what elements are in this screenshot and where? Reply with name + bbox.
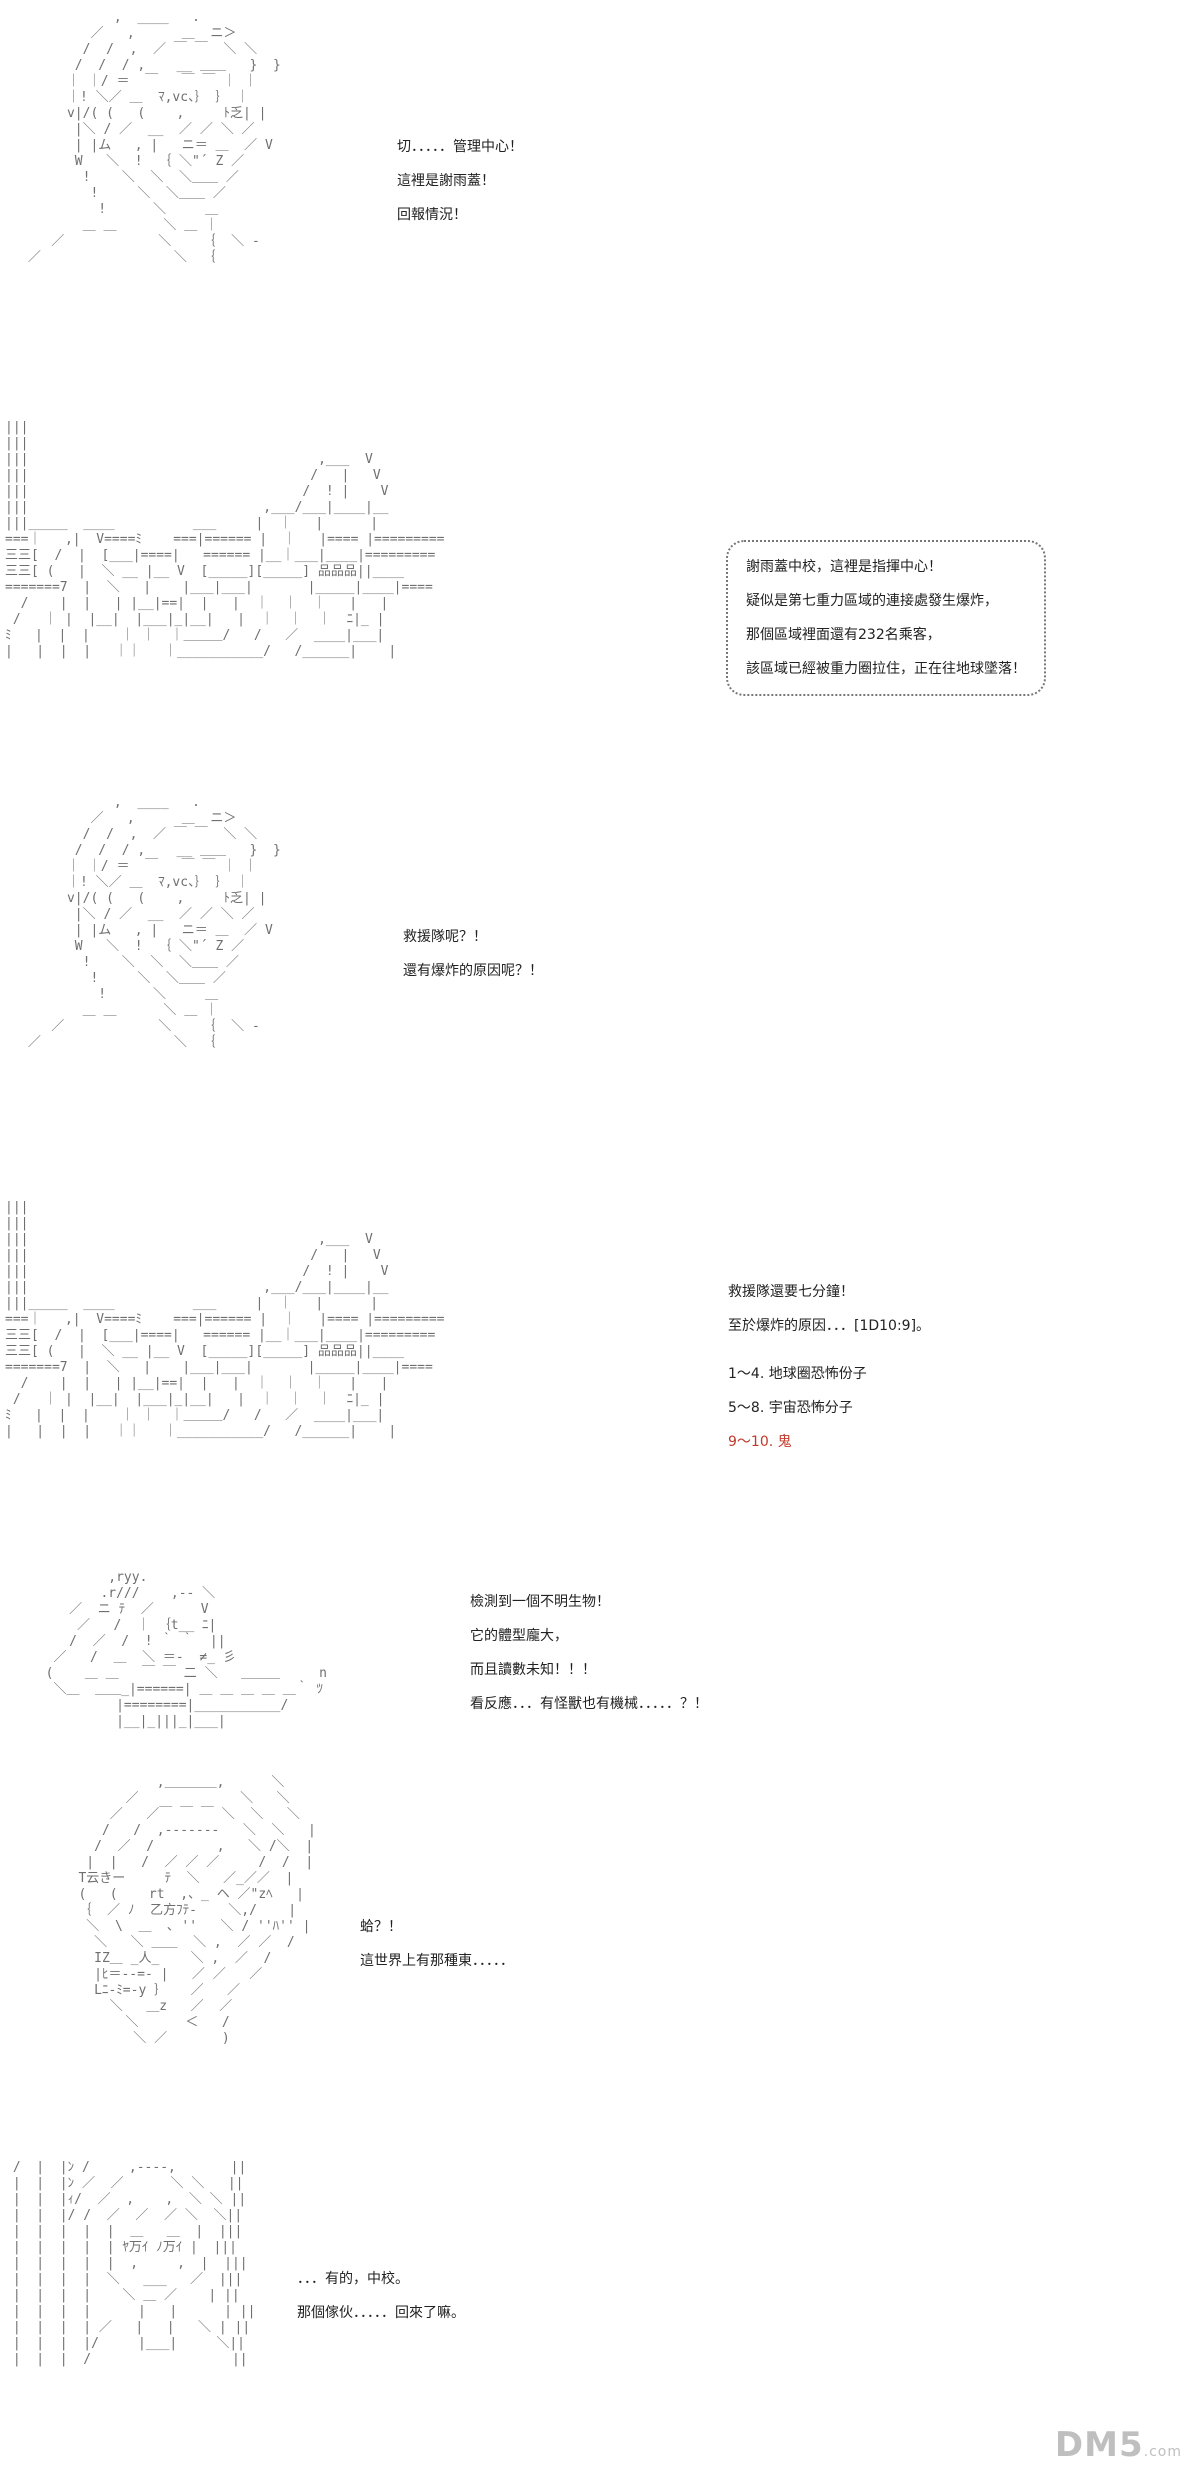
dialog-line: 疑似是第七重力區域的連接處發生爆炸， xyxy=(746,593,998,609)
dialog-line: 那個區域裡面還有232名乘客， xyxy=(746,627,941,643)
dialog-line: 5～8. 宇宙恐怖分子 xyxy=(728,1400,853,1416)
ascii-art-city-2: ||| ||| ||| ,___ V ||| / | V ||| / ! | V… xyxy=(5,1200,445,1439)
dialog-line: 謝雨蓋中校，這裡是指揮中心！ xyxy=(746,559,942,575)
dialog-line: 看反應．．．有怪獸也有機械．．．．．？！ xyxy=(470,1696,708,1712)
dialog-line: 至於爆炸的原因．．．[1D10:9]。 xyxy=(728,1318,931,1334)
dialog-line: 該區域已經被重力圈拉住，正在往地球墜落！ xyxy=(746,661,1026,677)
dialog-line-highlighted: 9～10. 鬼 xyxy=(728,1434,792,1450)
ascii-art-character-cap: ,＿＿＿＿, ＼ ／ ＼ ＼ ／ ／￣ ￣ ￣ ＼ ＼ ＼ / / ,-----… xyxy=(78,1775,316,2046)
dialog-line: 回報情況！ xyxy=(397,207,467,223)
dialog-line: ．．．有的，中校。 xyxy=(297,2271,409,2287)
ascii-art-face-1: , ____ . ／ , ＿ ニ＞ / / , ／ ￣ ￣ ＼ ＼ / / / … xyxy=(27,10,281,265)
dialog-line: 切．．．．．管理中心！ xyxy=(397,139,523,155)
dialog-panel-1: 切．．．．．管理中心！ 這裡是謝雨蓋！ 回報情況！ xyxy=(397,130,523,232)
dialog-line: 還有爆炸的原因呢？！ xyxy=(403,963,543,979)
dialog-line: 救援隊呢？！ xyxy=(403,929,487,945)
dialog-panel-3: 救援隊呢？！ 還有爆炸的原因呢？！ xyxy=(403,920,543,988)
dialog-panel-4: 救援隊還要七分鐘！ 至於爆炸的原因．．．[1D10:9]。 1～4. 地球圈恐怖… xyxy=(728,1275,930,1459)
dialog-line: 這世界上有那種東．．．．． xyxy=(360,1953,514,1969)
dialog-panel-5: 檢測到一個不明生物！ 它的體型龐大， 而且讀數未知！！！ 看反應．．．有怪獸也有… xyxy=(470,1585,708,1721)
ascii-art-character-pointing: ,ryy. .r/// ,-- ＼ ／ ニ ﾃ ／ V ／ / ｜ ｛t__ ﾆ… xyxy=(45,1570,328,1729)
dialog-line: 那個傢伙．．．．．回來了嘛。 xyxy=(297,2305,465,2321)
dialog-line: 蛤？！ xyxy=(360,1919,402,1935)
dialog-line: 而且讀數未知！！！ xyxy=(470,1662,596,1678)
watermark-site: .com xyxy=(1143,2444,1182,2460)
site-watermark-logo: DM5.com xyxy=(1055,2425,1182,2465)
dialog-panel-7: ．．．有的，中校。 那個傢伙．．．．．回來了嘛。 xyxy=(297,2262,465,2330)
ascii-art-face-2: , ____ . ／ , ＿ ニ＞ / / , ／ ￣ ￣ ＼ ＼ / / / … xyxy=(27,795,281,1050)
ascii-art-character-long-hair: / | |ﾝ / ,----, || | | |ﾝ ／ ／ ＼ ＼ || | |… xyxy=(12,2160,256,2367)
ascii-art-city-1: ||| ||| ||| ,___ V ||| / | V ||| / ! | V… xyxy=(5,420,445,659)
dialog-line: 1～4. 地球圈恐怖份子 xyxy=(728,1366,867,1382)
dialog-line: 它的體型龐大， xyxy=(470,1628,568,1644)
speech-bubble-panel-2: 謝雨蓋中校，這裡是指揮中心！ 疑似是第七重力區域的連接處發生爆炸， 那個區域裡面… xyxy=(726,540,1046,696)
dialog-line: 這裡是謝雨蓋！ xyxy=(397,173,495,189)
dialog-line: 救援隊還要七分鐘！ xyxy=(728,1284,854,1300)
dialog-panel-6: 蛤？！ 這世界上有那種東．．．．． xyxy=(360,1910,514,1978)
watermark-brand: DM5 xyxy=(1054,2425,1144,2465)
dialog-line: 檢測到一個不明生物！ xyxy=(470,1594,610,1610)
